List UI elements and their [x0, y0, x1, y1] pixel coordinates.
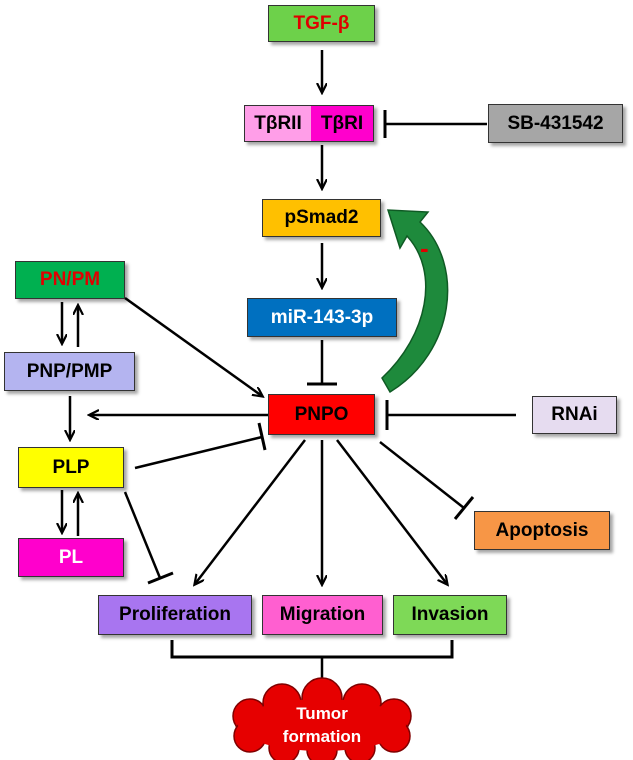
inhibit-plp-to-proliferation: [123, 491, 162, 579]
tbri-node: TβRI: [311, 106, 373, 141]
pnpm-node: PN/PM: [15, 261, 125, 299]
arrow-pnpo-to-proliferation: [195, 439, 306, 584]
psmad2-node: pSmad2: [262, 199, 381, 237]
pl-node: PL: [18, 538, 124, 577]
arrow-pnpo-to-invasion: [336, 439, 447, 584]
mir143-node: miR-143-3p: [247, 298, 397, 337]
inhibit-plp-to-pnpo: [134, 435, 263, 470]
arrow-pnpm-to-pnpo: [124, 296, 262, 396]
proliferation-node: Proliferation: [98, 595, 252, 635]
outcomes-bracket: [170, 640, 454, 659]
invasion-node: Invasion: [393, 595, 507, 635]
tumor-label-line1: Tumor: [296, 704, 348, 723]
rnai-node: RNAi: [532, 396, 617, 434]
receptor-complex: TβRII TβRI: [244, 105, 374, 142]
apoptosis-node: Apoptosis: [474, 511, 610, 550]
tumor-formation-cloud: Tumor formation: [232, 677, 412, 760]
tgf-beta-node: TGF-β: [268, 5, 375, 42]
inhibit-plp-bar: [257, 422, 267, 451]
sb431542-node: SB-431542: [488, 104, 623, 143]
pnppmp-node: PNP/PMP: [4, 352, 135, 391]
pnpo-node: PNPO: [268, 394, 375, 435]
plp-node: PLP: [18, 447, 124, 488]
feedback-arrow-pnpo-to-psmad2: [381, 209, 449, 394]
inhibit-plp-prolif-bar: [147, 571, 174, 585]
tumor-label-line2: formation: [283, 727, 361, 746]
inhibit-apoptosis-bar: [453, 496, 475, 520]
tbrii-node: TβRII: [245, 106, 312, 141]
feedback-minus-sign: -: [420, 233, 429, 263]
inhibit-pnpo-to-apoptosis: [379, 441, 465, 509]
migration-node: Migration: [262, 595, 383, 635]
